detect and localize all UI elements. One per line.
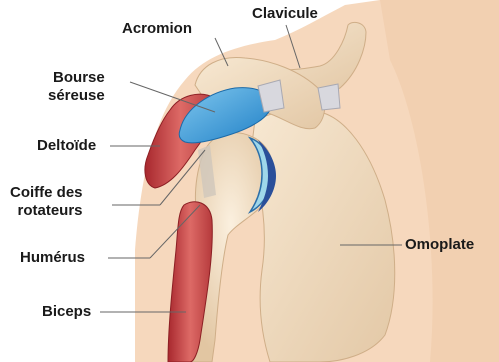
- label-coiffe-rotateurs: Coiffe des rotateurs: [10, 184, 83, 220]
- label-humerus: Humérus: [20, 249, 85, 267]
- label-bourse-line1: Bourse: [48, 69, 105, 87]
- label-deltoide: Deltoïde: [37, 137, 96, 155]
- ligament-2: [318, 84, 340, 110]
- label-bourse-line2: séreuse: [48, 87, 105, 105]
- label-acromion: Acromion: [122, 20, 192, 38]
- label-biceps: Biceps: [42, 303, 91, 321]
- label-coiffe-line1: Coiffe des: [10, 184, 83, 202]
- label-coiffe-line2: rotateurs: [10, 202, 83, 220]
- label-clavicule: Clavicule: [252, 5, 318, 23]
- label-bourse-sereuse: Bourse séreuse: [48, 69, 105, 105]
- label-omoplate: Omoplate: [405, 236, 474, 254]
